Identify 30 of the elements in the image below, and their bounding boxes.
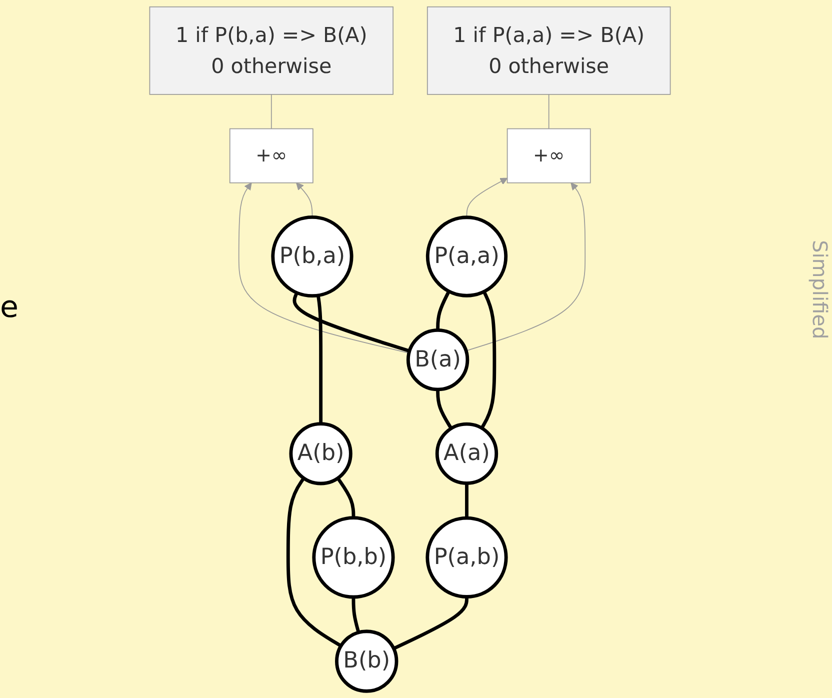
node-circle: P(a,b) <box>426 516 508 598</box>
arrow <box>466 182 586 352</box>
node-circle: A(a) <box>435 422 498 485</box>
node-circle: P(b,b) <box>312 516 395 599</box>
node-box: 1 if P(b,a) => B(A) 0 otherwise <box>149 6 394 95</box>
node-box: 1 if P(a,a) => B(A) 0 otherwise <box>426 6 671 95</box>
node-circle: P(b,a) <box>271 215 354 298</box>
connector <box>436 389 453 430</box>
arrow <box>296 182 313 218</box>
connector <box>316 295 323 424</box>
partial-text: e <box>0 290 18 325</box>
connector <box>548 94 550 130</box>
connector <box>270 94 272 130</box>
connector <box>392 596 468 650</box>
side-note: Simplified <box>808 240 832 340</box>
node-circle: P(a,a) <box>426 216 508 298</box>
connector <box>292 292 410 353</box>
arrow <box>466 178 508 218</box>
connector <box>480 290 496 429</box>
node-circle: A(b) <box>289 422 352 486</box>
node-circle: B(a) <box>406 328 470 392</box>
arrow <box>238 182 410 354</box>
connector <box>465 483 468 518</box>
node-box: +∞ <box>506 128 591 184</box>
connector <box>286 477 342 648</box>
node-box: +∞ <box>229 128 314 184</box>
node-circle: B(b) <box>335 630 398 693</box>
connector <box>352 597 360 633</box>
connector <box>336 477 356 518</box>
connector <box>436 290 450 330</box>
